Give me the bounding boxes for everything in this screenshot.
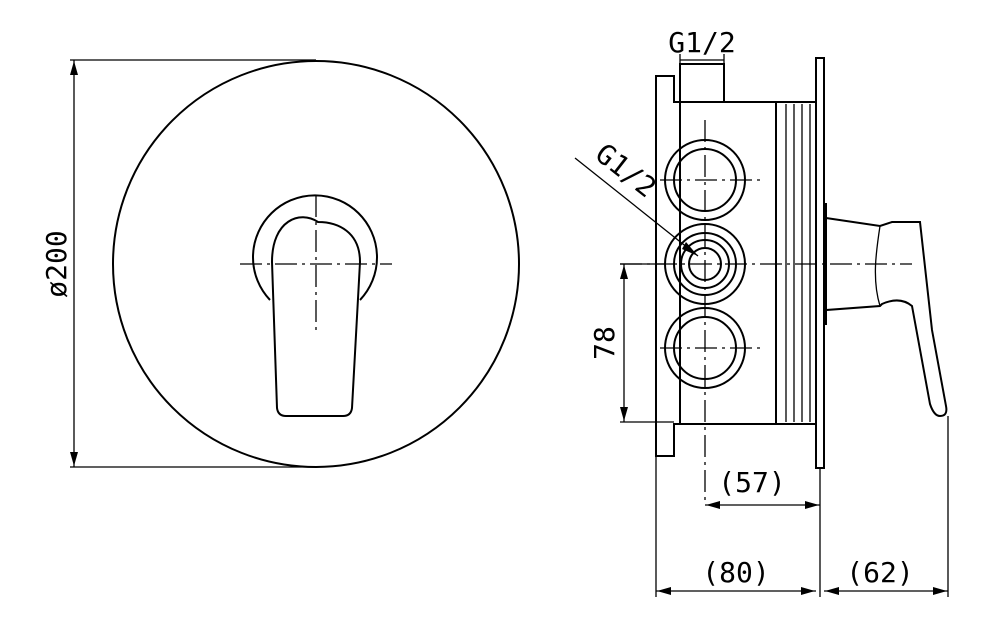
dim-62-label: (62) (846, 556, 913, 589)
dim-g12-diag-leader (574, 157, 699, 257)
front-view: ø200 (40, 59, 520, 468)
dim-80-label: (80) (702, 556, 769, 589)
dim-78-arrow-top (620, 265, 628, 279)
dim-57-label: (57) (718, 466, 785, 499)
dim-78-label: 78 (588, 326, 621, 360)
dim-57-arrow-right (805, 501, 819, 509)
dim-diameter-label: ø200 (40, 230, 73, 297)
side-view: G1/2 G1/2 78 (57) (80) (62) (574, 26, 949, 597)
dim-g12-diag-arrow (682, 242, 698, 256)
dim-62-arrow-left (825, 587, 839, 595)
lever-handle-side-edge (874, 225, 881, 307)
dim-57-arrow-left (706, 501, 720, 509)
dim-g12-top-label: G1/2 (668, 26, 735, 59)
cover-plate-side (815, 57, 825, 469)
top-inlet-fitting (679, 63, 725, 103)
mounting-flange (655, 75, 681, 457)
dim-diameter-arrow-top (70, 61, 78, 75)
dim-diameter-arrow-bottom (70, 452, 78, 466)
handle-base-ring (252, 194, 378, 301)
lever-handle-side (825, 216, 948, 418)
dim-80-arrow-right (801, 587, 815, 595)
lever-handle (270, 216, 362, 417)
dim-g12-diag-label: G1/2 (589, 137, 662, 205)
dim-80-arrow-left (657, 587, 671, 595)
dim-62-arrow-right (933, 587, 947, 595)
dim-78-arrow-bottom (620, 407, 628, 421)
